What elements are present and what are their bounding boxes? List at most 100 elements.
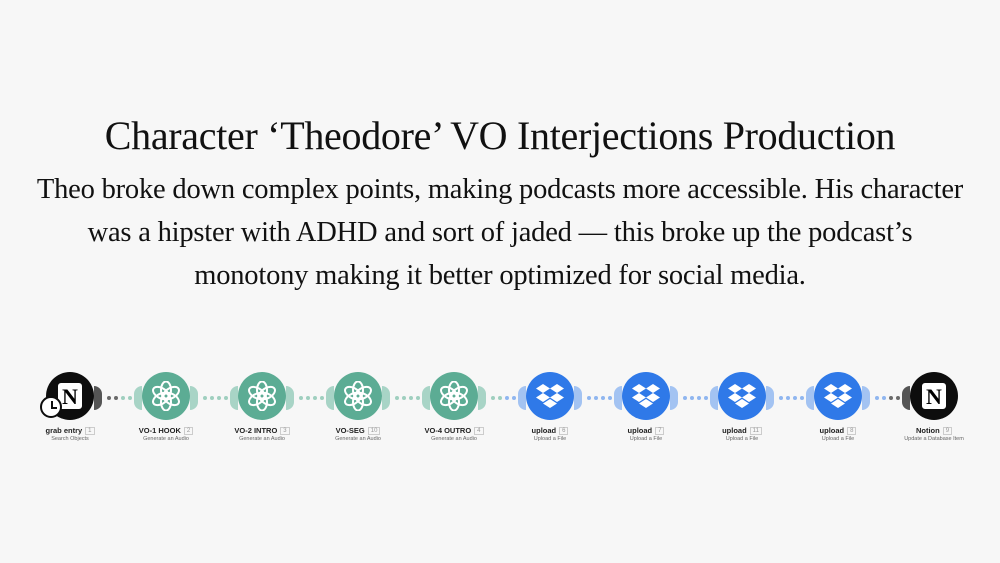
connector-dots — [201, 394, 229, 402]
connector-dot — [127, 396, 132, 400]
module-index-badge: 10 — [367, 427, 381, 436]
clock-icon[interactable] — [40, 396, 62, 418]
module-action: Upload a File — [725, 436, 759, 443]
connector-dot — [689, 396, 694, 400]
openai-icon — [238, 372, 286, 420]
module-index-badge: 1 — [85, 427, 95, 436]
module-name: upload — [819, 426, 845, 435]
connector-dot — [895, 396, 900, 400]
connector-dot — [113, 396, 118, 400]
connector-handle[interactable] — [766, 386, 774, 410]
connector-handle[interactable] — [230, 386, 238, 410]
connector-handle[interactable] — [518, 386, 526, 410]
connector-dot — [497, 396, 502, 400]
connector-handle[interactable] — [190, 386, 198, 410]
connector-handle[interactable] — [902, 386, 910, 410]
module-action: Upload a File — [821, 436, 855, 443]
connector-dot — [209, 396, 214, 400]
openai-icon — [142, 372, 190, 420]
module-index-badge: 2 — [183, 427, 194, 436]
notion-icon: N — [910, 372, 958, 420]
connector-dots — [105, 394, 133, 402]
module-name: VO-SEG — [335, 426, 365, 435]
module-name: upload — [627, 426, 653, 435]
connector-handle[interactable] — [286, 386, 294, 410]
connector-handle[interactable] — [94, 386, 102, 410]
connector-dot — [792, 396, 797, 400]
connector-handle[interactable] — [862, 386, 870, 410]
connector-dot — [319, 396, 324, 400]
module-action: Upload a File — [533, 436, 567, 443]
connector-handle[interactable] — [382, 386, 390, 410]
dropbox-icon — [814, 372, 862, 420]
connector-dot — [703, 396, 708, 400]
connector-dots — [777, 394, 805, 402]
connector-dots — [585, 394, 613, 402]
module-name: grab entry — [45, 426, 83, 435]
connector-handle[interactable] — [326, 386, 334, 410]
connector-dot — [408, 396, 413, 400]
module-name: VO-4 OUTRO — [424, 426, 472, 435]
module-name: upload — [722, 426, 747, 435]
dropbox-icon — [718, 372, 766, 420]
module-name: Notion — [915, 426, 940, 435]
connector-dot — [888, 396, 893, 400]
dropbox-icon — [526, 372, 574, 420]
connector-dot — [696, 396, 701, 400]
connector-dots — [681, 394, 709, 402]
connector-dot — [511, 396, 516, 400]
connector-dots — [489, 394, 517, 402]
connector-dot — [785, 396, 790, 400]
connector-dot — [120, 396, 125, 400]
connector-dot — [305, 396, 310, 400]
connector-handle[interactable] — [134, 386, 142, 410]
connector-dot — [202, 396, 207, 400]
module-name: VO-2 INTRO — [234, 426, 278, 435]
connector-handle[interactable] — [478, 386, 486, 410]
connector-handle[interactable] — [670, 386, 678, 410]
connector-handle[interactable] — [806, 386, 814, 410]
module-index-badge: 4 — [474, 427, 484, 436]
module-action: Update a Database Item — [904, 436, 964, 443]
connector-dot — [298, 396, 303, 400]
openai-icon — [430, 372, 478, 420]
connector-dot — [586, 396, 591, 400]
module-index-badge: 7 — [655, 427, 665, 436]
connector-handle[interactable] — [574, 386, 582, 410]
module-action: Upload a File — [629, 436, 663, 443]
module-index-badge: 11 — [749, 427, 762, 436]
openai-icon — [334, 372, 382, 420]
module-index-badge: 8 — [847, 427, 857, 436]
connector-handle[interactable] — [710, 386, 718, 410]
connector-handle[interactable] — [614, 386, 622, 410]
module-name: VO-1 HOOK — [138, 426, 181, 435]
connector-dot — [415, 396, 420, 400]
connector-dot — [881, 396, 886, 400]
connector-handle[interactable] — [422, 386, 430, 410]
connector-dot — [778, 396, 783, 400]
connector-dot — [394, 396, 399, 400]
module-action: Generate an Audio — [143, 436, 189, 443]
module-name: upload — [531, 426, 557, 435]
module-action: Search Objects — [51, 436, 89, 443]
notion-icon: N — [40, 372, 94, 420]
module-action: Generate an Audio — [239, 436, 285, 443]
